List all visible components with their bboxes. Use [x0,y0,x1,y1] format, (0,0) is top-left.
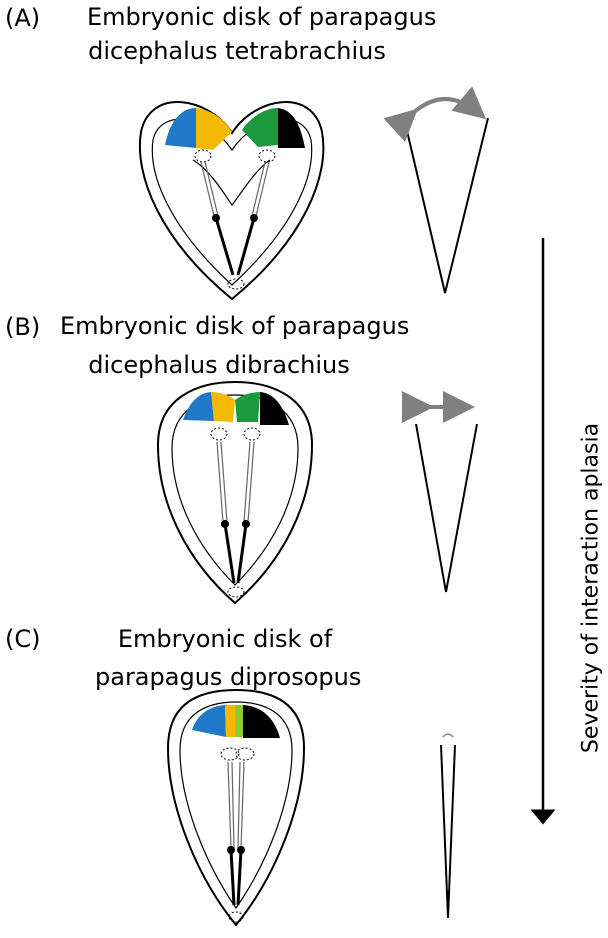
angle-a-v-lines [403,117,489,294]
angle-c [440,733,456,919]
disk-b [156,380,314,605]
disk-c-streak [229,849,243,906]
disk-b-node-left [221,520,229,528]
angle-b [402,391,478,593]
disk-c-node-left [227,846,235,854]
disk-a-oval-right [258,149,276,163]
disk-a-streak-right [236,217,256,276]
disk-a-notochord-left [200,161,219,217]
disk-a-band-yellow [196,108,232,150]
disk-c-inner-outline [179,701,293,910]
angle-b-v-lines [415,423,478,593]
disk-a-band-green [242,108,278,147]
disk-a-notch [192,159,271,207]
angle-a [383,86,489,294]
angle-a-double-arrow [383,86,487,142]
disk-a-node-left [212,214,220,222]
disk-c-band-yellow [225,705,235,737]
disk-c-outer-outline [166,688,306,927]
disk-b-band-black [260,392,289,425]
panel-c-letter: (C) [5,625,41,653]
disk-a-node-right [250,214,258,222]
disk-b-oval-right [243,427,261,441]
angle-c-arc [442,733,454,738]
panel-a-letter: (A) [5,4,41,32]
disk-c [166,688,306,927]
panel-c-title-line1: Embryonic disk of [117,625,333,653]
disk-b-streak-left [223,523,236,584]
disk-b-band-yellow [211,392,235,422]
disk-c-oval-right [235,747,255,761]
angle-c-v-lines [440,744,456,919]
disk-a-band-black [278,108,305,148]
disk-b-band-green [235,392,260,422]
panel-a-title-line2: dicephalus tetrabrachius [88,37,386,65]
panel-b-title-line1: Embryonic disk of parapagus [60,312,410,340]
disk-a-band-blue [165,108,196,148]
disk-a-inner-outline [151,118,313,286]
disk-a [138,101,325,301]
disk-a-streak-left [214,217,235,276]
disk-c-band-black [243,705,280,738]
disk-b-streak-right [236,523,248,584]
panel-a-title-line1: Embryonic disk of parapagus [87,3,437,31]
panel-b-title-line2: dicephalus dibrachius [88,351,350,379]
disk-b-notochord-right [243,441,255,523]
disk-b-outer-outline [156,380,314,605]
disk-c-notochord [227,761,245,849]
disk-c-oval-left [220,747,240,761]
disk-b-inner-outline [171,394,299,586]
disk-c-band-lime [235,705,243,737]
disk-c-band-blue [192,705,226,737]
disk-c-oval-bottom [228,911,244,923]
disk-b-oval-bottom [227,586,245,598]
disk-c-node-right [237,846,245,854]
disk-a-outer-outline [138,101,325,301]
disk-b-notochord-left [216,441,228,523]
disk-a-notochord-right [251,161,270,217]
panel-c-title-line2: parapagus diprosopus [95,663,362,691]
disk-b-node-right [242,520,250,528]
disk-a-oval-left [194,149,212,163]
disk-b-oval-left [210,427,228,441]
disk-b-band-blue [183,392,214,421]
disk-a-oval-bottom [227,278,245,290]
panel-b-letter: (B) [5,313,41,341]
